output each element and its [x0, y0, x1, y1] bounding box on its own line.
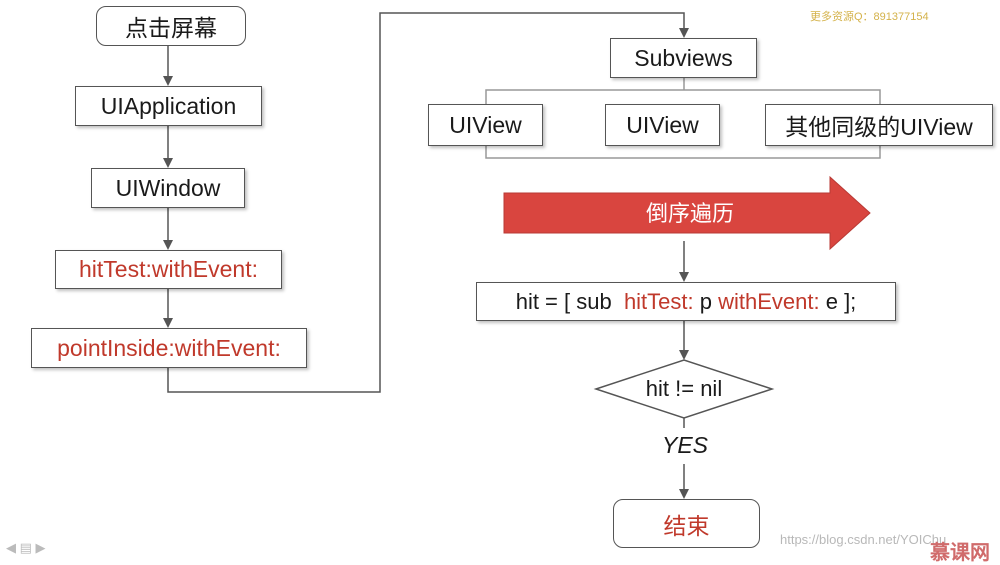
- uiview-label-1: UIView: [449, 111, 522, 138]
- sibling-uiview-label: 其他同级的UIView: [785, 114, 973, 140]
- uiview-node-2: UIView: [605, 104, 720, 146]
- reverse-traverse-label: 倒序遍历: [645, 201, 734, 226]
- connector-to-subviews: [167, 12, 689, 393]
- uiview-node-1: UIView: [428, 104, 543, 146]
- end-node: 结束: [613, 499, 760, 548]
- pointinside-node: pointInside:withEvent:: [31, 328, 307, 368]
- subviews-bracket: [485, 89, 881, 104]
- hittest-node: hitTest:withEvent:: [55, 250, 282, 289]
- uiapplication-label: UIApplication: [100, 92, 237, 119]
- uiwindow-node: UIWindow: [91, 168, 245, 208]
- hit-assign-part3: p: [693, 288, 719, 314]
- uiapplication-node: UIApplication: [75, 86, 262, 126]
- hit-assign-node: hit = [ sub hitTest: p withEvent: e ];: [476, 282, 896, 321]
- hittest-label: hitTest:withEvent:: [79, 256, 258, 282]
- condition-diamond: [593, 359, 775, 419]
- hit-assign-part2: hitTest:: [623, 288, 694, 314]
- subviews-bracket-bottom: [485, 146, 881, 159]
- csdn-watermark: https://blog.csdn.net/YOIChu: [780, 532, 947, 547]
- subviews-label: Subviews: [634, 44, 733, 71]
- uiview-label-2: UIView: [626, 111, 699, 138]
- brand-logo: 慕课网: [930, 542, 990, 564]
- condition-label: hit != nil: [645, 376, 723, 401]
- hit-assign-part5: e ];: [819, 288, 857, 314]
- watermark-text: 更多资源Q：891377154: [810, 11, 929, 23]
- hit-assign-part1: hit = [ sub: [515, 288, 624, 314]
- tap-screen-node: 点击屏幕: [96, 6, 246, 46]
- yes-label: YES: [662, 432, 709, 458]
- player-controls[interactable]: ◀ ▤ ▶: [6, 540, 46, 555]
- reverse-traverse-arrow: [503, 175, 871, 251]
- sibling-uiview-node: 其他同级的UIView: [765, 104, 993, 146]
- subviews-node: Subviews: [610, 38, 757, 78]
- end-label: 结束: [663, 512, 710, 539]
- tap-screen-label: 点击屏幕: [125, 15, 217, 41]
- hit-assign-part4: withEvent:: [718, 288, 820, 314]
- pointinside-label: pointInside:withEvent:: [57, 334, 281, 361]
- uiwindow-label: UIWindow: [115, 174, 221, 201]
